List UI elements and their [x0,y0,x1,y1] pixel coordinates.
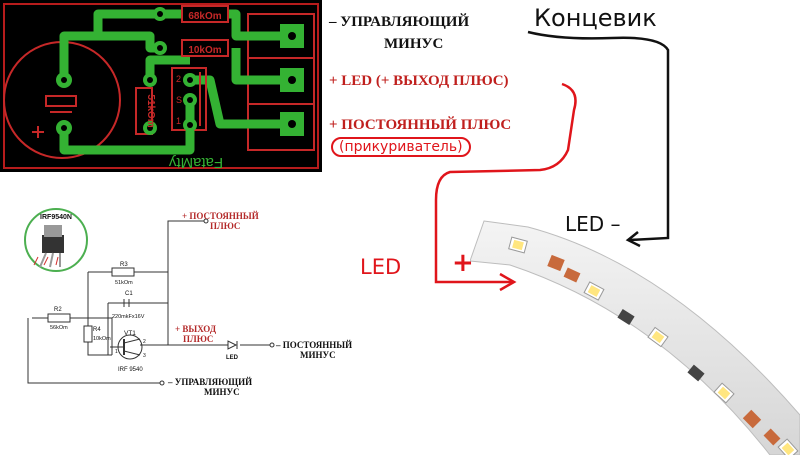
pcb-pin-2: 2 [176,74,181,84]
pcb-resistor-vert-label: 51kOm [145,94,156,127]
schematic-const-minus: – ПОСТОЯННЫЙ МИНУС [276,340,353,360]
pcb-pin-1: 1 [176,116,181,126]
r2-name: R2 [54,307,62,313]
pcb-label-control-minus: – УПРАВЛЯЮЩИЙ [329,14,470,30]
pcb-layout: 68kOm 10kOm 51kOm 2 S 1 FataMty [0,0,322,172]
vt1-name: VT1 [124,330,136,337]
led-plus-label: LED [360,255,402,279]
schematic-led-label: LED [226,355,239,361]
vt1-part: IRF 9540 [118,367,143,373]
r3-value: 51kOm [115,280,133,286]
schematic-const-plus: + ПОСТОЯННЫЙ ПЛЮС [182,211,259,231]
pcb-label-const-plus: + ПОСТОЯННЫЙ ПЛЮС [329,117,512,133]
transistor-photo-label: IRF9540N [40,214,72,221]
pcb-label-control-minus-2: МИНУС [384,36,444,52]
c1-value: 220mkFx16V [112,314,145,320]
r4-value: 10kOm [93,336,111,342]
vt1-pin3: 3 [143,353,146,359]
schematic-control-minus: – УПРАВЛЯЮЩИЙ МИНУС [168,377,253,397]
pcb-signature: FataMty [168,154,223,171]
c1-name: C1 [125,291,133,297]
r4-name: R4 [93,327,101,333]
schematic-output-plus: + ВЫХОД ПЛЮС [175,324,217,344]
led-minus-label: LED – [565,212,621,236]
pcb-label-led-output: + LED (+ ВЫХОД ПЛЮС) [329,73,509,89]
r3-name: R3 [120,262,128,268]
limit-switch-label: Концевик [534,4,657,32]
vt1-pin1: 1 [115,349,118,355]
led-chips [508,236,799,455]
pcb-resistor-top-label: 68kOm [188,11,221,22]
led-strip [470,220,800,455]
pcb-label-cigarette: (прикуриватель) [331,137,471,157]
vt1-pin2: 2 [143,339,146,345]
pcb-traces: 68kOm 10kOm 51kOm 2 S 1 FataMty [3,3,319,171]
pcb-pin-s: S [176,95,182,105]
r2-value: 56kOm [50,325,68,331]
plus-sign-label: + [452,248,474,278]
schematic: IRF9540N R3 51kOm C1 220mkFx16V R2 56kOm… [24,208,275,386]
pcb-resistor-mid-label: 10kOm [188,45,221,56]
